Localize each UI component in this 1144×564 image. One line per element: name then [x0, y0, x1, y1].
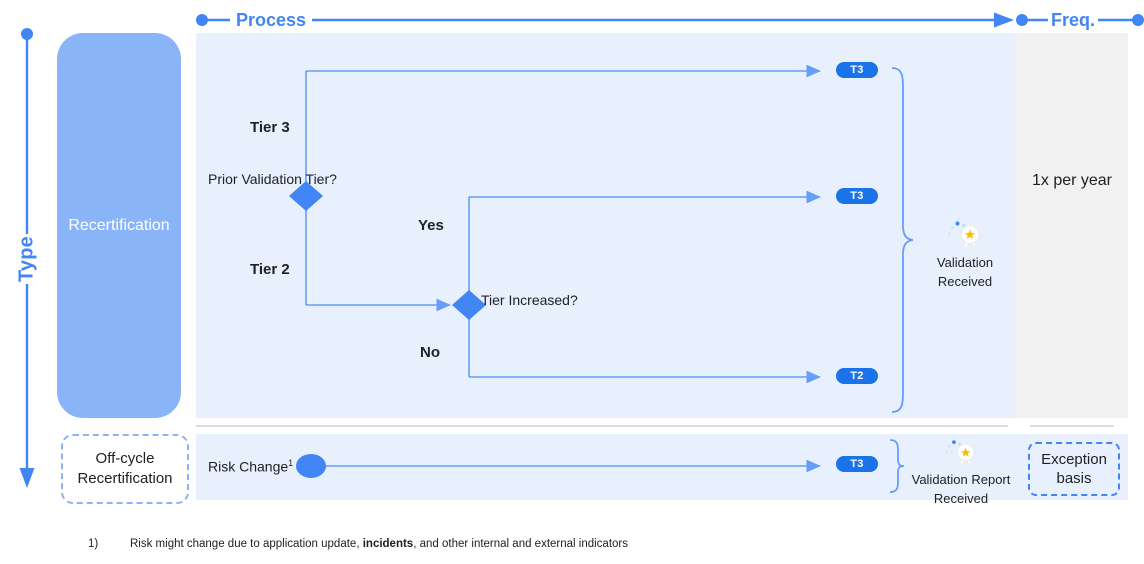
label-branch-tier2: Tier 2	[250, 261, 290, 278]
award-icon	[945, 440, 975, 467]
label-branch-tier3: Tier 3	[250, 119, 290, 136]
tier-badge-t3-top[interactable]: T3	[836, 62, 878, 78]
type-cell-recertification-label: Recertification	[68, 216, 170, 234]
process-main-row-panel	[196, 33, 1016, 418]
type-axis-label: Type	[9, 234, 45, 284]
process-offcycle-row-panel	[196, 434, 1016, 500]
row-divider	[196, 425, 1008, 427]
type-cell-offcycle-label: Off-cycle Recertification	[77, 450, 173, 487]
footnote-text-after: , and other internal and external indica…	[413, 538, 629, 550]
row-divider-frequency	[1030, 425, 1114, 427]
outcome-validation-report-received: Validation Report Received	[896, 437, 1026, 507]
outcome-caption-line2: Received	[937, 274, 993, 289]
label-branch-yes: Yes	[418, 217, 444, 234]
tier-badge-t3-offcycle[interactable]: T3	[836, 456, 878, 472]
footnote-text: Risk might change due to application upd…	[130, 536, 628, 552]
label-risk-change: Risk Change1	[208, 454, 294, 477]
type-axis: Type	[9, 28, 45, 490]
label-risk-change-footnote-marker: 1	[288, 458, 294, 468]
frequency-main-row-panel	[1016, 33, 1128, 418]
frequency-axis-label: Freq.	[1048, 8, 1099, 32]
frequency-cell-offcycle-label: Exception basis	[1041, 451, 1107, 487]
frequency-cell-offcycle[interactable]: Exception basis	[1028, 442, 1120, 496]
frequency-cell-main: 1x per year	[1031, 172, 1113, 189]
footnote-text-before: Risk might change due to application upd…	[130, 538, 363, 550]
tier-badge-t2-bottom[interactable]: T2	[836, 368, 878, 384]
process-axis: Process	[196, 8, 1016, 34]
label-tier-increased: Tier Increased?	[481, 292, 578, 308]
label-risk-change-text: Risk Change	[208, 458, 289, 475]
outcome-validation-received: Validation Received	[908, 218, 1022, 290]
outcome-caption-line1: Validation	[936, 255, 994, 270]
footnote-marker: 1)	[88, 538, 99, 550]
label-prior-validation-tier: Prior Validation Tier?	[208, 171, 337, 187]
frequency-axis: Freq.	[1016, 8, 1144, 34]
label-branch-no: No	[420, 344, 440, 361]
award-icon	[948, 221, 980, 250]
type-cell-offcycle-recertification[interactable]: Off-cycle Recertification	[61, 434, 189, 504]
type-cell-recertification[interactable]: Recertification	[57, 33, 181, 418]
footnote-text-bold: incidents	[362, 538, 414, 550]
process-axis-label: Process	[230, 8, 313, 32]
outcome-caption-line2: Received	[933, 491, 989, 506]
tier-badge-t3-middle[interactable]: T3	[836, 188, 878, 204]
process-axis-arrow-icon	[196, 12, 1014, 28]
outcome-caption-line1: Validation Report	[911, 472, 1011, 487]
